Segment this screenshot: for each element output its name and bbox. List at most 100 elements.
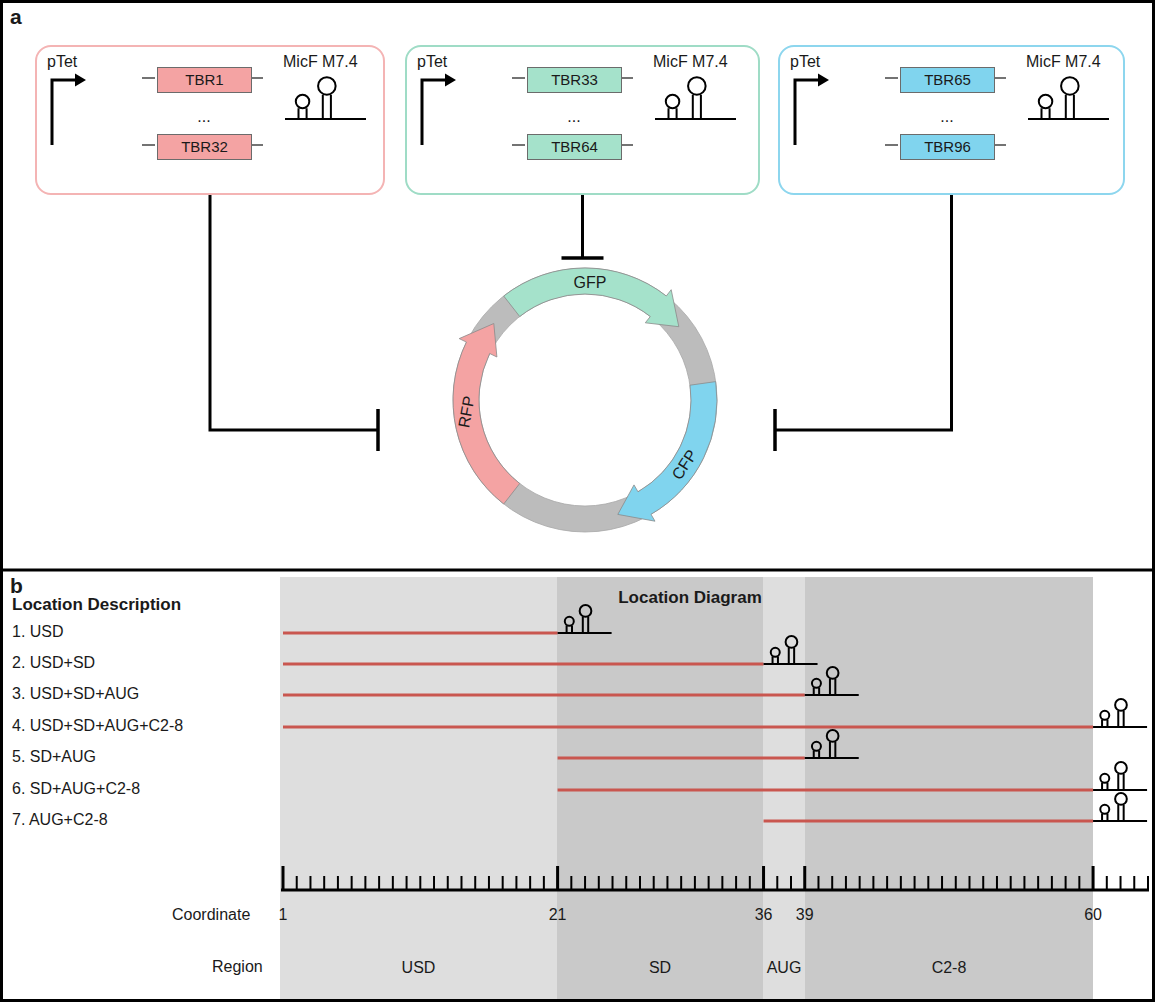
tbr-box: TBR1 xyxy=(157,67,252,93)
location-description: 4. USD+SD+AUG+C2-8 xyxy=(12,717,183,735)
hairpin-loop xyxy=(1115,762,1127,774)
hairpin-stem xyxy=(1093,774,1147,790)
ruler-tick xyxy=(708,876,710,890)
ruler-tick xyxy=(1037,876,1039,890)
plasmid-gene-arrow: CFP xyxy=(640,375,775,485)
hairpin-loop xyxy=(1100,711,1109,720)
dna-stub xyxy=(885,77,898,79)
tbr-box: TBR64 xyxy=(527,134,622,160)
ruler-tick xyxy=(447,876,449,890)
construct-box: TBR33TBR64pTet...MicF M7.4 xyxy=(405,45,760,195)
ruler-tick xyxy=(1147,876,1149,890)
hairpin-terminator-symbol xyxy=(285,77,366,119)
ruler-tick xyxy=(502,876,504,890)
inhibition-bar xyxy=(562,256,604,260)
ruler-tick xyxy=(419,876,421,890)
region-band: C2-8 xyxy=(805,577,1093,1000)
inhibition-connector xyxy=(775,195,952,451)
ruler-tick xyxy=(859,876,861,890)
tbr-box: TBR32 xyxy=(157,134,252,160)
region-band: SD xyxy=(557,577,763,1000)
ellipsis-text: ... xyxy=(197,108,210,126)
hairpin-terminator-symbol xyxy=(655,77,736,119)
tbr-box-label: TBR96 xyxy=(924,138,971,155)
targeted-region-line xyxy=(283,694,805,697)
tbr-box: TBR65 xyxy=(900,67,995,93)
targeted-region-line xyxy=(558,757,805,760)
ruler-tick xyxy=(598,876,600,890)
ruler-tick xyxy=(653,876,655,890)
hairpin-loop xyxy=(296,95,310,109)
ruler-tick xyxy=(969,876,971,890)
panel-letter: a xyxy=(10,5,22,29)
promoter-arrow-symbol xyxy=(52,80,76,145)
ruler-tick xyxy=(749,876,751,890)
region-band: AUG xyxy=(763,577,805,1000)
location-description: 2. USD+SD xyxy=(12,654,95,672)
ellipsis-text: ... xyxy=(567,108,580,126)
hairpin-terminator-symbol xyxy=(1093,762,1147,790)
region-band-label: USD xyxy=(402,959,436,977)
tbr-box-label: TBR32 xyxy=(181,138,228,155)
coordinate-number: 60 xyxy=(1084,906,1102,924)
ruler-tick xyxy=(872,876,874,890)
ruler-tick xyxy=(886,876,888,890)
hairpin-loop xyxy=(827,730,839,742)
ruler-tick xyxy=(762,866,765,890)
ruler-tick xyxy=(433,876,435,890)
tbr-box: TBR96 xyxy=(900,134,995,160)
hairpin-terminator-symbol xyxy=(805,730,859,758)
hairpin-loop xyxy=(666,95,680,109)
ruler-tick xyxy=(927,876,929,890)
coordinate-number: 36 xyxy=(755,906,773,924)
hairpin-loop xyxy=(1039,95,1053,109)
ruler-tick xyxy=(776,876,778,890)
hairpin-terminator-symbol xyxy=(805,667,859,695)
region-band-label: SD xyxy=(649,959,671,977)
construct-box: TBR1TBR32pTet...MicF M7.4 xyxy=(35,45,385,195)
ruler-tick xyxy=(460,876,462,890)
tbr-box-label: TBR33 xyxy=(551,71,598,88)
region-band-label: AUG xyxy=(767,959,802,977)
ruler-tick xyxy=(996,876,998,890)
plasmid-outline xyxy=(479,294,691,506)
ruler-tick xyxy=(296,876,298,890)
hairpin-stem xyxy=(558,617,612,633)
region-band: USD xyxy=(280,577,557,1000)
ruler-tick xyxy=(680,876,682,890)
inhibition-connector xyxy=(210,195,378,451)
panel-letter: b xyxy=(10,574,23,598)
band-fill xyxy=(280,577,557,1000)
ruler-tick xyxy=(323,876,325,890)
ruler-tick xyxy=(845,876,847,890)
coordinate-ruler xyxy=(281,866,1149,890)
plasmid-illustration xyxy=(453,268,717,532)
coordinate-number: 1 xyxy=(279,906,288,924)
column-heading: Location Description xyxy=(12,595,181,615)
targeted-region-line xyxy=(764,820,1094,823)
ruler-tick xyxy=(694,876,696,890)
tbr-box-label: TBR64 xyxy=(551,138,598,155)
hairpin-loop xyxy=(827,667,839,679)
promoter-arrow-symbol xyxy=(795,80,819,145)
hairpin-loop xyxy=(1100,805,1109,814)
hairpin-stem xyxy=(1093,805,1147,821)
ruler-tick xyxy=(392,876,394,890)
ruler-tick xyxy=(543,876,545,890)
ruler-tick xyxy=(1023,876,1025,890)
targeted-region-line xyxy=(558,789,1093,792)
ruler-tick xyxy=(337,876,339,890)
hairpin-loop xyxy=(812,742,821,751)
connector-line xyxy=(581,195,584,258)
ruler-tick xyxy=(1065,876,1067,890)
location-description: 6. SD+AUG+C2-8 xyxy=(12,780,140,798)
hairpin-stem xyxy=(1093,711,1147,727)
hairpin-loop xyxy=(786,636,798,648)
plasmid-gene-arrow-label: CFP xyxy=(669,447,702,484)
promoter-arrowhead xyxy=(818,74,829,87)
dna-stub xyxy=(512,144,525,146)
ellipsis-text: ... xyxy=(940,108,953,126)
ruler-tick xyxy=(803,866,806,890)
location-rows xyxy=(283,605,1147,821)
